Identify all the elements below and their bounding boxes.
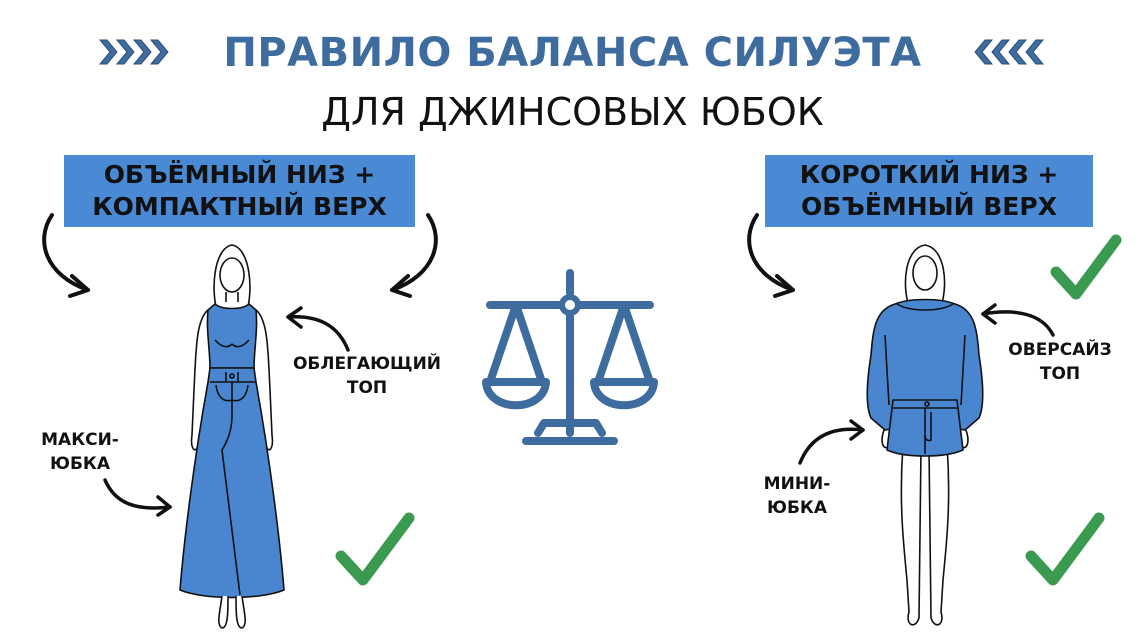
- left-heading-line1: ОБЪЁМНЫЙ НИЗ +: [103, 160, 376, 189]
- page-subtitle: ДЛЯ ДЖИНСОВЫХ ЮБОК: [321, 90, 824, 134]
- figure-maxi-skirt: [179, 244, 285, 629]
- arrow-to-skirt-icon: [103, 478, 172, 517]
- arrow-to-sweater-icon: [981, 303, 1055, 337]
- right-heading-line2: ОБЪЁМНЫЙ ВЕРХ: [801, 192, 1057, 221]
- checkmark-icon: [335, 512, 415, 586]
- checkmark-icon: [1025, 512, 1105, 586]
- balance-scale-icon: [482, 269, 658, 445]
- figure-mini-skirt: [866, 244, 984, 626]
- oversized-top-label: ОВЕРСАЙЗ ТОП: [1008, 340, 1112, 384]
- checkmark-icon: [1050, 234, 1122, 300]
- maxi-skirt-label: МАКСИ- ЮБКА: [41, 430, 119, 474]
- arrow-to-top-icon: [286, 306, 350, 352]
- fitted-top-label: ОБЛЕГАЮЩИЙ ТОП: [292, 354, 442, 398]
- curved-arrow-icon: [747, 213, 795, 298]
- arrow-to-mini-skirt-icon: [798, 419, 865, 465]
- curved-arrow-icon: [42, 213, 90, 298]
- page-title: ПРАВИЛО БАЛАНСА СИЛУЭТА: [223, 30, 922, 76]
- mini-skirt-label: МИНИ- ЮБКА: [763, 474, 831, 518]
- right-heading-box: КОРОТКИЙ НИЗ + ОБЪЁМНЫЙ ВЕРХ: [765, 155, 1093, 227]
- chevrons-right-icon: [98, 39, 169, 65]
- curved-arrow-icon: [390, 213, 438, 298]
- left-heading-box: ОБЪЁМНЫЙ НИЗ + КОМПАКТНЫЙ ВЕРХ: [64, 155, 415, 227]
- right-heading-line1: КОРОТКИЙ НИЗ +: [799, 160, 1059, 189]
- chevrons-left-icon: [974, 39, 1045, 65]
- left-heading-line2: КОМПАКТНЫЙ ВЕРХ: [92, 192, 387, 221]
